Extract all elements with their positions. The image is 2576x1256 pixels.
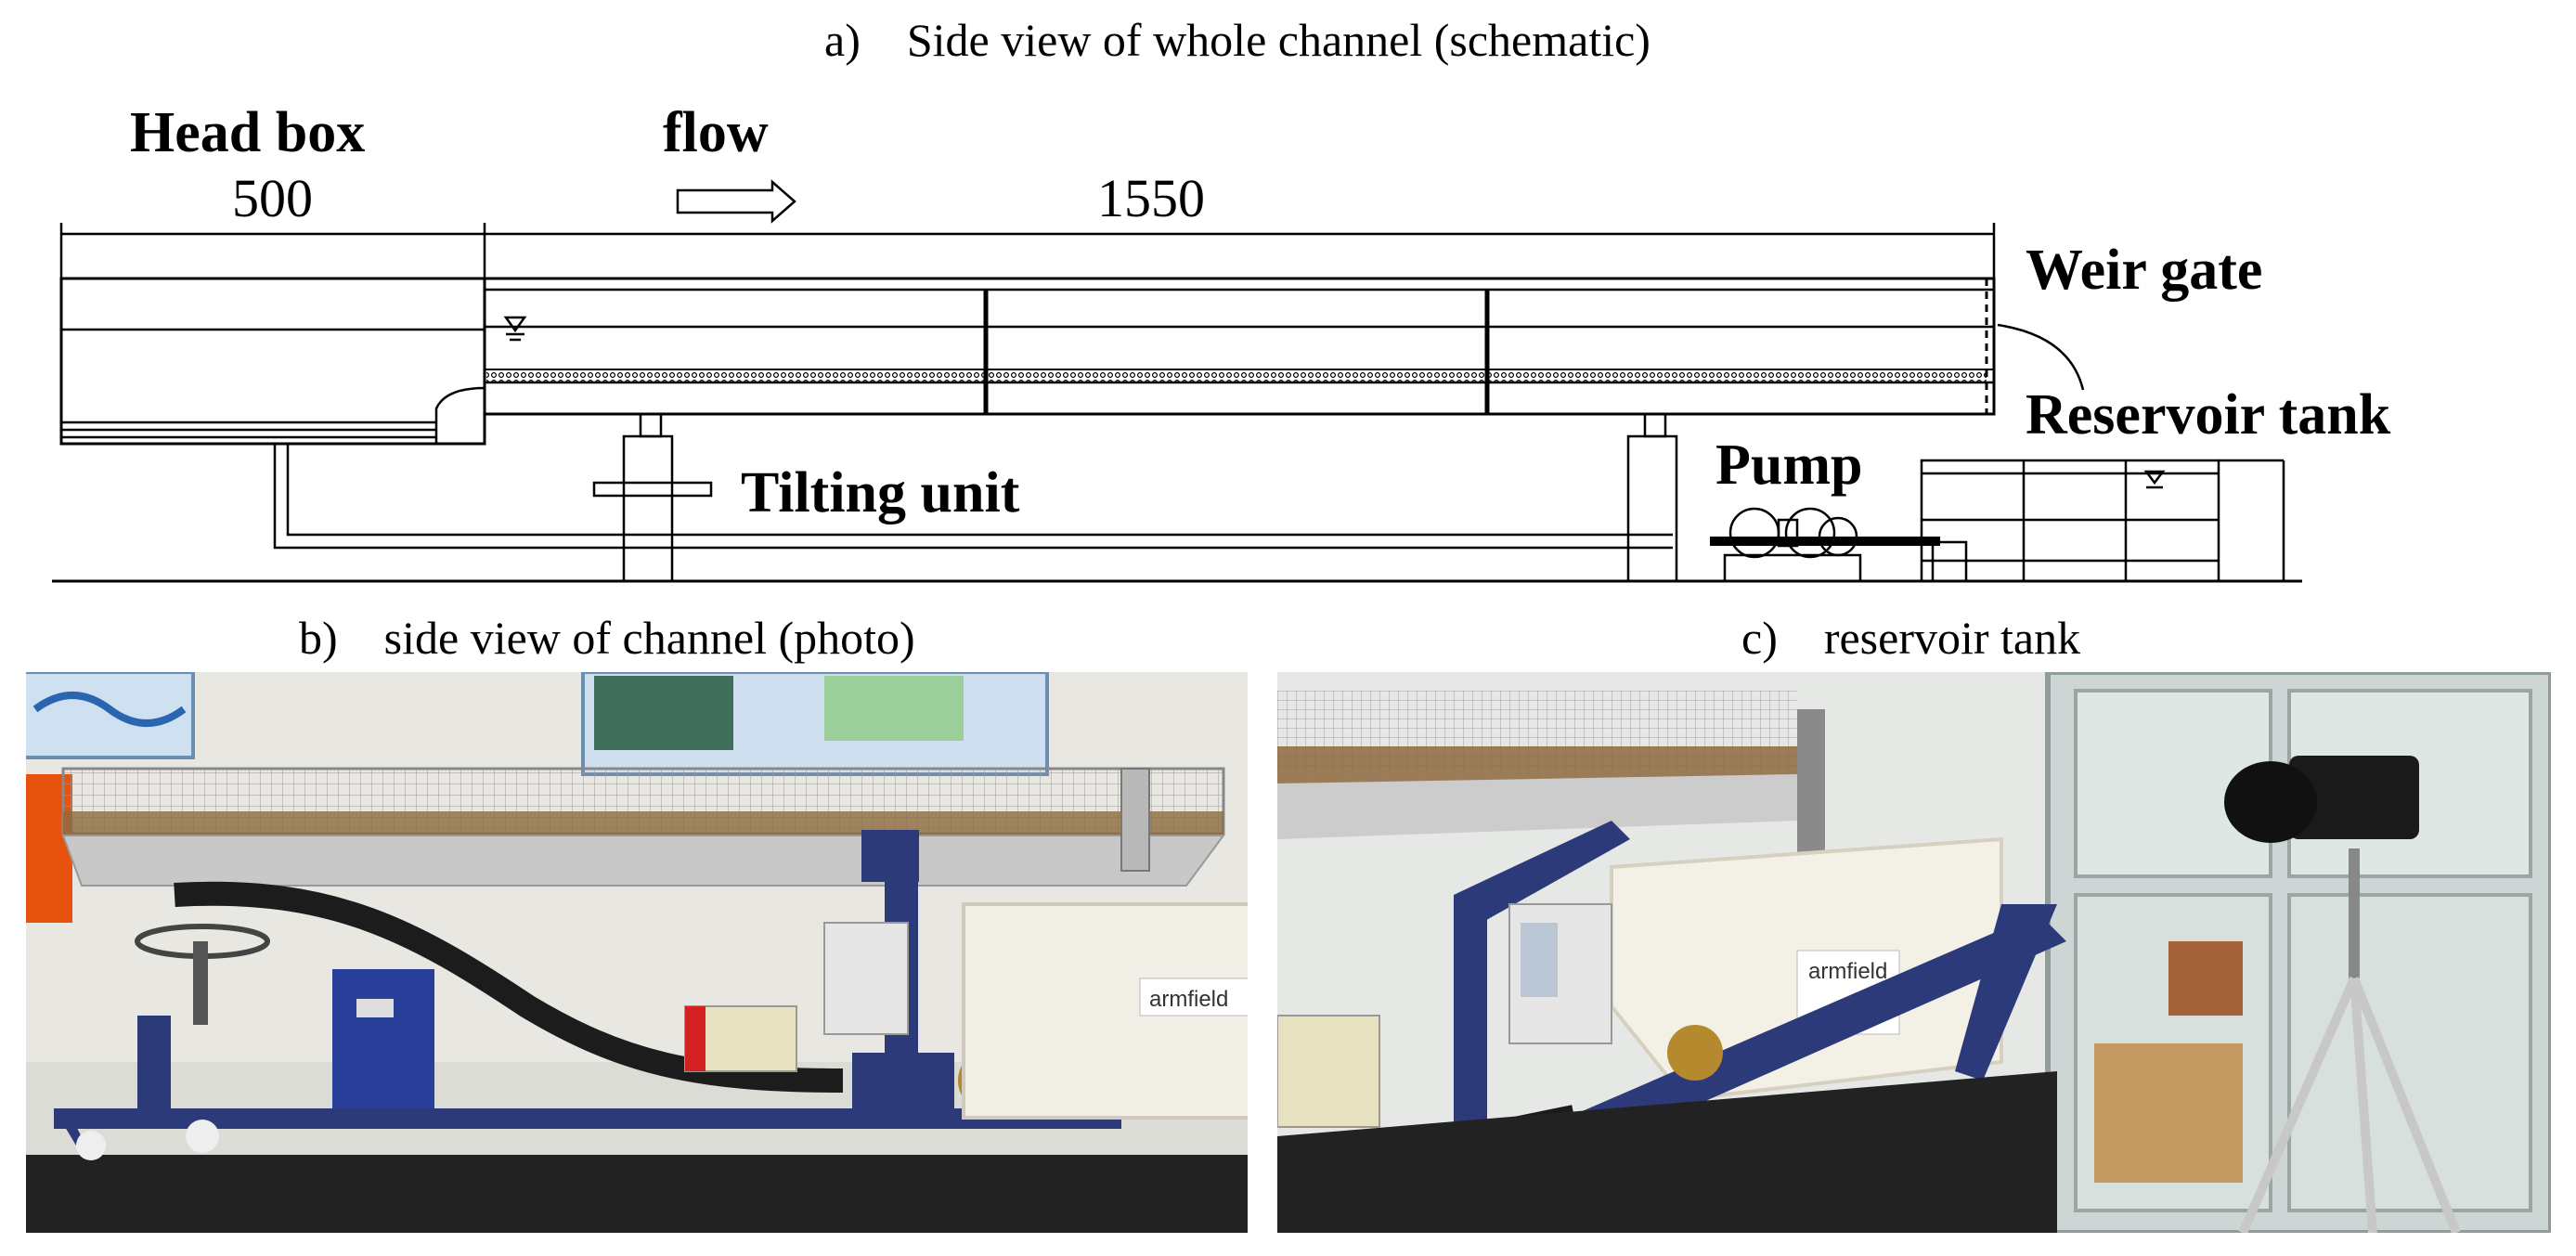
reservoir-tank-label: Reservoir tank (2026, 383, 2391, 447)
caption-c: c) reservoir tank (1741, 612, 2081, 664)
caption-b: b) side view of channel (photo) (299, 612, 915, 664)
tilting-unit-label: Tilting unit (741, 461, 1020, 524)
channel-dimension: 1550 (1097, 168, 1205, 228)
head-box-label: Head box (130, 101, 366, 164)
photo-side-view: armfield (26, 672, 1248, 1233)
pump-label: Pump (1715, 434, 1863, 497)
flow-label: flow (663, 101, 769, 164)
head-box-dimension: 500 (232, 168, 313, 228)
photo-c-brand-label: armfield (1808, 959, 1887, 984)
photo-b-brand-label: armfield (1149, 987, 1228, 1012)
caption-a: a) Side view of whole channel (schematic… (824, 14, 1650, 66)
photo-reservoir-tank: armfield (1277, 672, 2551, 1233)
weir-gate-label: Weir gate (2026, 239, 2263, 302)
channel-schematic (52, 179, 2302, 583)
